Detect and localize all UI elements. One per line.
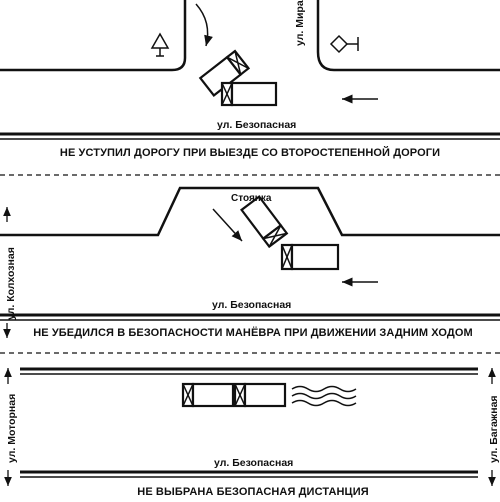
yield-sign-icon — [150, 32, 170, 57]
panel-3: ул. Безопасная ул. Моторная ул. Багажная… — [4, 367, 500, 498]
truck-on-road-icon — [280, 243, 340, 271]
caption-2: НЕ УБЕДИЛСЯ В БЕЗОПАСНОСТИ МАНЁВРА ПРИ Д… — [33, 326, 473, 339]
caption-3: НЕ ВЫБРАНА БЕЗОПАСНАЯ ДИСТАНЦИЯ — [137, 486, 368, 498]
street-main-label: ул. Безопасная — [217, 119, 296, 131]
priority-road-sign-icon — [329, 34, 359, 54]
turn-arrow-icon — [195, 3, 213, 47]
panel-1: ул. Безопасная ул. Мира НЕ УСТУПИЛ ДОРОГ… — [0, 0, 500, 159]
side-road-left-edge — [0, 0, 187, 72]
truck-front-icon — [233, 382, 287, 408]
reverse-arrow — [212, 208, 243, 242]
street-main-label: ул. Безопасная — [214, 457, 293, 469]
street-main-label: ул. Безопасная — [212, 299, 291, 311]
caption-1: НЕ УСТУПИЛ ДОРОГУ ПРИ ВЫЕЗДЕ СО ВТОРОСТЕ… — [60, 146, 440, 159]
truck-reversing-icon — [240, 195, 289, 249]
street-side-label: ул. Колхозная — [5, 247, 17, 320]
street-right-label: ул. Багажная — [488, 395, 500, 463]
street-side-label: ул. Мира — [294, 0, 306, 46]
side-road-right-edge — [316, 0, 500, 72]
truck-rear-icon — [181, 382, 235, 408]
street-left-label: ул. Моторная — [6, 394, 18, 463]
panel-2: Стоянка ул. Безопасная ул. Колхозная НЕ … — [0, 186, 500, 339]
motion-lines-icon — [291, 385, 357, 407]
truck-main-road-icon — [220, 81, 278, 107]
truck-turning-icon — [198, 49, 251, 97]
parking-label: Стоянка — [231, 193, 272, 204]
road-edge-with-parking — [0, 186, 500, 237]
